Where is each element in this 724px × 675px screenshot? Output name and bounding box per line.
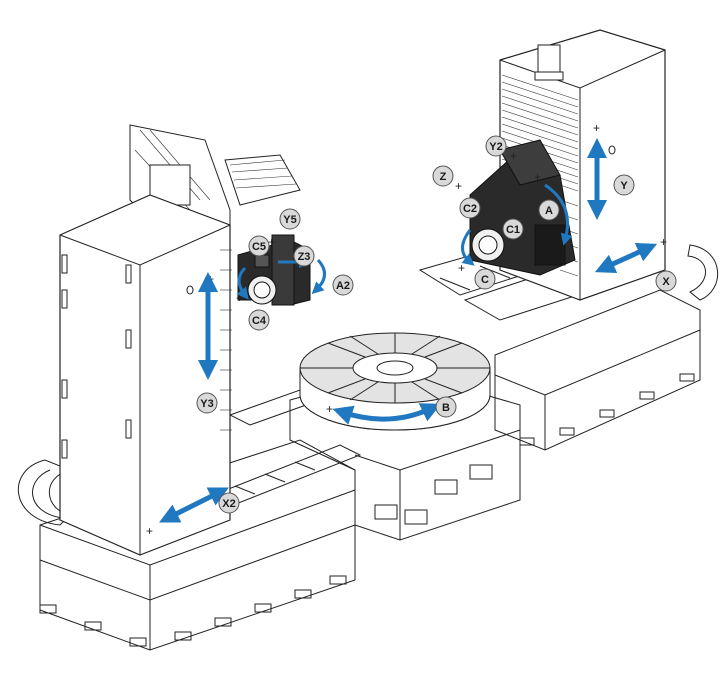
a2-axis-arrow [311,258,326,295]
svg-text:X: X [662,276,670,288]
svg-text:Z: Z [440,171,447,183]
label-c1: C1 [502,218,524,240]
svg-text:Y2: Y2 [489,141,502,153]
svg-text:Y: Y [620,180,628,192]
label-x2: X2 [218,492,240,514]
svg-text:+: + [326,402,333,416]
svg-text:Z3: Z3 [298,251,311,263]
svg-text:+: + [455,179,462,193]
label-a2: A2 [332,274,354,296]
svg-text:A2: A2 [336,280,350,292]
left-column: + + [59,124,301,556]
a-axis-arrow [544,183,573,246]
label-x: X [655,270,677,292]
svg-text:A: A [545,205,553,217]
svg-text:+: + [593,121,600,135]
label-a: A [538,199,560,221]
svg-text:C1: C1 [506,224,520,236]
left-cable-loop [17,459,72,526]
svg-text:B: B [442,402,450,414]
axis-labels: Y Y2 Z A C1 C2 C X Y5 C5 Z3 A2 C4 Y3 B X… [196,135,677,514]
svg-text:C: C [481,274,489,286]
svg-text:Y5: Y5 [283,214,296,226]
svg-text:C2: C2 [463,203,477,215]
left-bed [39,439,356,651]
label-y5: Y5 [279,208,301,230]
label-y: Y [613,174,635,196]
svg-text:+: + [510,149,517,163]
label-y3: Y3 [196,392,218,414]
label-c2: C2 [459,197,481,219]
right-spindle-head: + + + + [455,139,576,276]
c-axis-arrow [461,229,475,266]
right-bed [494,289,701,451]
axis-arrows [159,138,658,523]
svg-text:C4: C4 [252,315,267,327]
label-z3: Z3 [293,245,315,267]
x-axis-arrow [594,243,658,273]
svg-text:+: + [458,261,465,275]
c5-axis-arrow [236,266,249,300]
left-spindle-head: + + [236,234,311,306]
b-axis-arrow [332,403,442,425]
label-y2: Y2 [485,135,507,157]
svg-text:+: + [268,235,275,249]
label-c: C [474,268,496,290]
label-c4: C4 [248,309,270,331]
right-cable-loop [687,244,719,301]
svg-text:X2: X2 [222,498,235,510]
x2-axis-arrow [159,487,229,523]
svg-text:+: + [534,170,541,184]
label-b: B [435,396,457,418]
label-c5: C5 [248,235,270,257]
svg-text:Y3: Y3 [200,398,213,410]
svg-text:+: + [146,524,153,538]
svg-text:+: + [660,235,667,249]
label-z: Z [432,165,454,187]
svg-text:C5: C5 [252,241,266,253]
